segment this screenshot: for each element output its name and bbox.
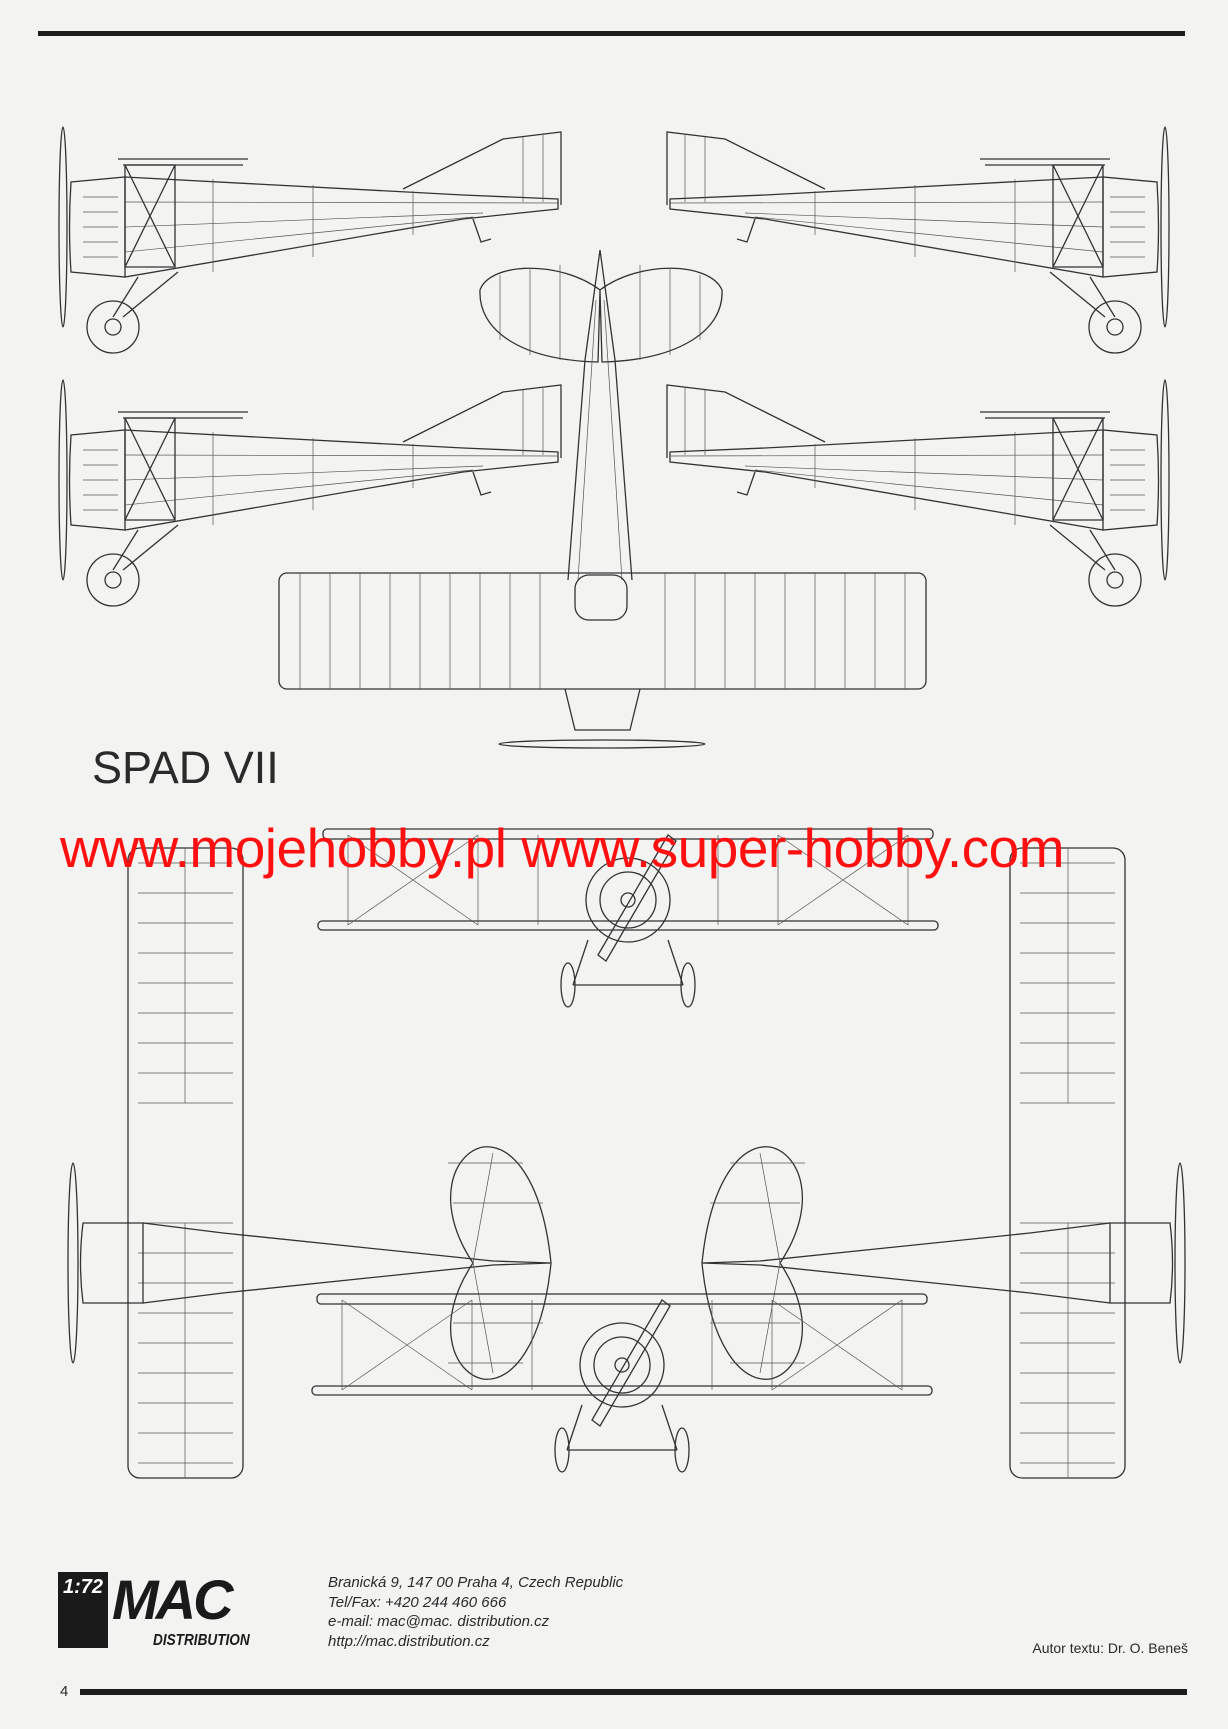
address-line: Branická 9, 147 00 Praha 4, Czech Republ… xyxy=(328,1574,624,1591)
watermark-text: www.mojehobby.pl www.super-hobby.com xyxy=(60,817,1065,879)
publisher-address: Branická 9, 147 00 Praha 4, Czech Republ… xyxy=(328,1573,623,1651)
top-view-center xyxy=(278,249,927,749)
aircraft-title: SPAD VII xyxy=(92,742,279,793)
logo-brand: MAC xyxy=(112,1568,234,1631)
side-view-right-bottom xyxy=(666,379,1170,607)
author-credit: Autor textu: Dr. O. Beneš xyxy=(1032,1640,1188,1656)
bottom-rule xyxy=(80,1689,1187,1695)
side-view-left-bottom xyxy=(58,379,562,607)
phone-line: Tel/Fax: +420 244 460 666 xyxy=(328,1593,507,1611)
front-view-bottom xyxy=(311,1293,933,1473)
page-number: 4 xyxy=(60,1683,69,1700)
logo-sub: DISTRIBUTION xyxy=(153,1632,250,1649)
plan-view-right xyxy=(701,847,1186,1479)
logo-scale: 1:72 xyxy=(58,1572,108,1648)
side-view-left-top xyxy=(58,126,562,354)
website-line[interactable]: http://mac.distribution.cz xyxy=(328,1632,490,1650)
top-rule xyxy=(38,31,1185,36)
side-view-right-top xyxy=(666,126,1170,354)
email-line[interactable]: e-mail: mac@mac. distribution.cz xyxy=(328,1613,550,1630)
plan-view-left xyxy=(67,847,552,1479)
mac-distribution-logo: 1:72 MAC DISTRIBUTION xyxy=(58,1572,298,1656)
